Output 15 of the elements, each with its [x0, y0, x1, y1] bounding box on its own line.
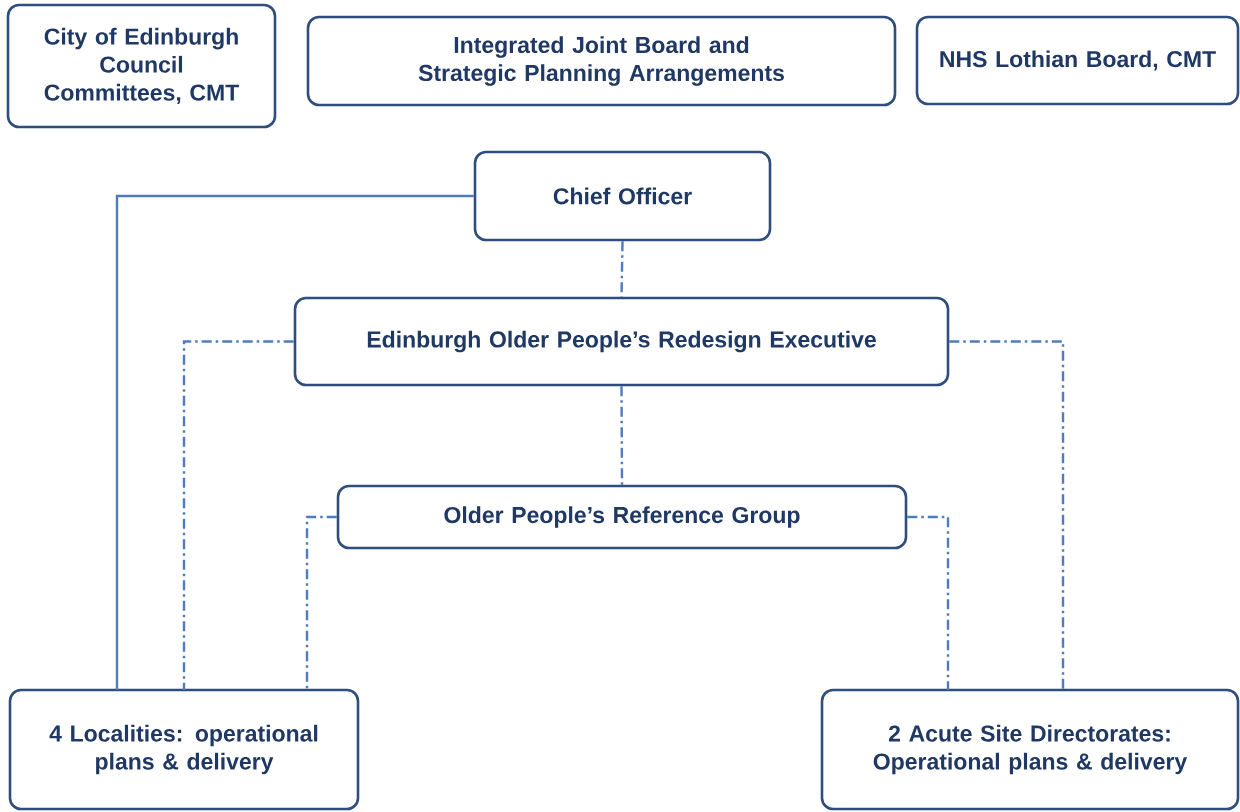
org-box: Chief Officer: [473, 150, 772, 242]
org-box: NHS Lothian Board, CMT: [915, 15, 1240, 106]
connector-line: [620, 241, 624, 297]
org-box: Integrated Joint Board and Strategic Planning Arrangements: [306, 15, 897, 107]
connector-line: [182, 340, 294, 690]
org-box: 2 Acute Site Directorates: Operational plans & delivery: [820, 688, 1240, 811]
org-box: City of Edinburgh Council Committees, CMT: [6, 3, 277, 129]
org-box: 4 Localities: operational plans & delivery: [8, 688, 360, 811]
connector-line: [115, 194, 474, 690]
org-box: Edinburgh Older People’s Redesign Executive: [293, 296, 950, 387]
connector-line: [907, 515, 950, 690]
connector-line: [949, 340, 1065, 690]
org-box: Older People’s Reference Group: [336, 484, 908, 550]
connector-line: [620, 386, 624, 485]
connector-line: [305, 515, 337, 690]
